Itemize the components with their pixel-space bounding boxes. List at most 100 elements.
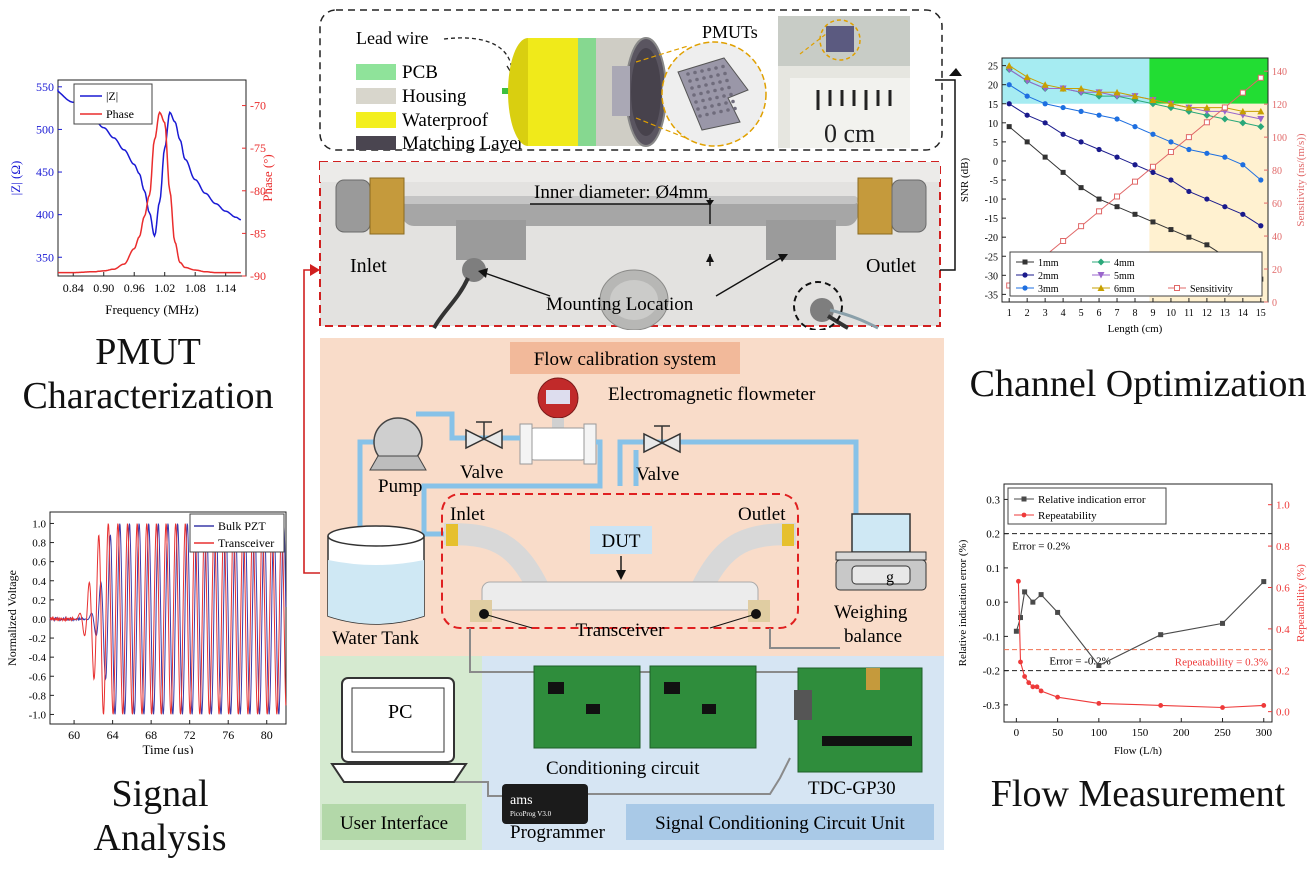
data-point (1133, 179, 1138, 184)
data-point (1222, 105, 1227, 110)
y2-tick-label: 0 (1272, 298, 1277, 309)
data-point (1258, 177, 1263, 182)
data-point (1204, 196, 1209, 201)
x-tick-label: 64 (107, 728, 119, 742)
data-point (1039, 592, 1044, 597)
legend-marker (1022, 513, 1027, 518)
x-tick-label: 1.02 (154, 281, 175, 295)
y-tick-label: -30 (985, 271, 998, 282)
pmut-element (703, 106, 707, 110)
data-point (1016, 579, 1021, 584)
data-point (1150, 164, 1155, 169)
data-point (1055, 695, 1060, 700)
data-point (1240, 90, 1245, 95)
pmut-element (715, 96, 719, 100)
y-tick-label: 0.0 (986, 597, 1000, 609)
y-tick-label: -0.3 (983, 700, 1001, 712)
y-tick-label: -15 (985, 214, 998, 225)
y2-tick-label: -85 (250, 226, 266, 240)
y-tick-label: -0.4 (29, 652, 47, 664)
pcb-swatch (356, 64, 396, 80)
housing-label: Housing (402, 86, 467, 107)
pmut-element (708, 97, 712, 101)
data-point (1061, 170, 1066, 175)
x-tick-label: 200 (1173, 727, 1190, 739)
data-point (1061, 132, 1066, 137)
y-tick-label: 500 (36, 122, 54, 136)
pmut-element (686, 72, 690, 76)
y2-tick-label: -75 (250, 141, 266, 155)
y2-tick-label: 0.8 (1276, 541, 1290, 553)
transducer-3d-model (502, 38, 666, 146)
flowmeter-label: Electromagnetic flowmeter (608, 384, 816, 405)
y2-tick-label: 80 (1272, 166, 1282, 177)
y-tick-label: 550 (36, 80, 54, 94)
y2-tick-label: 100 (1272, 133, 1287, 144)
pc-label: PC (388, 701, 412, 723)
pmut-element (711, 82, 715, 86)
y-tick-label: -20 (985, 233, 998, 244)
inner-diameter-label: Inner diameter: Ø4mm (534, 182, 708, 203)
pmut-element (724, 101, 728, 105)
data-point (1222, 155, 1227, 160)
legend-label: Bulk PZT (218, 519, 266, 533)
tdc-gp30-board (794, 668, 922, 772)
valve-right-label: Valve (636, 464, 679, 485)
x-axis-label: Flow (L/h) (1114, 745, 1162, 757)
y-tick-label: 25 (988, 62, 998, 73)
y2-tick-label: 40 (1272, 232, 1282, 243)
y-axis-label: SNR (dB) (959, 158, 971, 203)
data-point (1115, 204, 1120, 209)
data-point (1158, 703, 1163, 708)
user-interface-label: User Interface (340, 813, 448, 834)
data-point (1204, 120, 1209, 125)
legend-label: 2mm (1038, 271, 1059, 282)
data-point (1097, 209, 1102, 214)
data-point (1114, 116, 1119, 121)
x-tick-label: 300 (1256, 727, 1273, 739)
legend-label: Phase (106, 107, 134, 121)
channel-optimization-label: Channel Optimization (960, 362, 1316, 406)
y-tick-label: -0.2 (983, 666, 1000, 678)
pmut-element (694, 100, 698, 104)
outlet-photo-label: Outlet (866, 255, 916, 277)
data-point (1204, 242, 1209, 247)
x-tick-label: 68 (145, 728, 157, 742)
data-point (1035, 684, 1040, 689)
y2-tick-label: 120 (1272, 100, 1287, 111)
housing-swatch (356, 88, 396, 104)
x-tick-label: 9 (1150, 308, 1155, 319)
legend-label: Repeatability (1038, 510, 1097, 522)
data-point (1022, 674, 1027, 679)
channel-photo-panel: Inner diameter: Ø4mm Inlet Outlet Mounti… (318, 160, 944, 330)
data-point (1168, 177, 1173, 182)
x-tick-label: 7 (1115, 308, 1120, 319)
x-tick-label: 100 (1091, 727, 1108, 739)
legend-label: |Z| (106, 89, 118, 103)
repeatability-limit-label: Repeatability = 0.3% (1175, 657, 1268, 669)
y-tick-label: 0.1 (986, 563, 1000, 575)
pmut-element (702, 76, 706, 80)
dut-label: DUT (601, 531, 640, 552)
data-point (1025, 94, 1030, 99)
data-point (1079, 185, 1084, 190)
pmut-element (718, 80, 722, 84)
legend-marker (1022, 497, 1027, 502)
y2-tick-label: 20 (1272, 265, 1282, 276)
y2-tick-label: 60 (1272, 199, 1282, 210)
signal-waveform-chart: 6064687276801.00.80.60.40.20.0-0.2-0.4-0… (0, 506, 300, 754)
legend-label: 6mm (1114, 284, 1135, 295)
x-tick-label: 15 (1256, 308, 1266, 319)
data-point (1039, 689, 1044, 694)
y-tick-label: 450 (36, 165, 54, 179)
y2-tick-label: 0.4 (1276, 624, 1290, 636)
y-tick-label: 15 (988, 100, 998, 111)
x-tick-label: 3 (1043, 308, 1048, 319)
data-point (1220, 621, 1225, 626)
data-point (1043, 101, 1048, 106)
y2-axis-label: Repeatability (%) (1295, 564, 1307, 642)
data-point (1186, 189, 1191, 194)
highlight-region-1 (1149, 58, 1268, 104)
pmut-element (725, 79, 729, 83)
balance-unit: g (886, 569, 894, 586)
